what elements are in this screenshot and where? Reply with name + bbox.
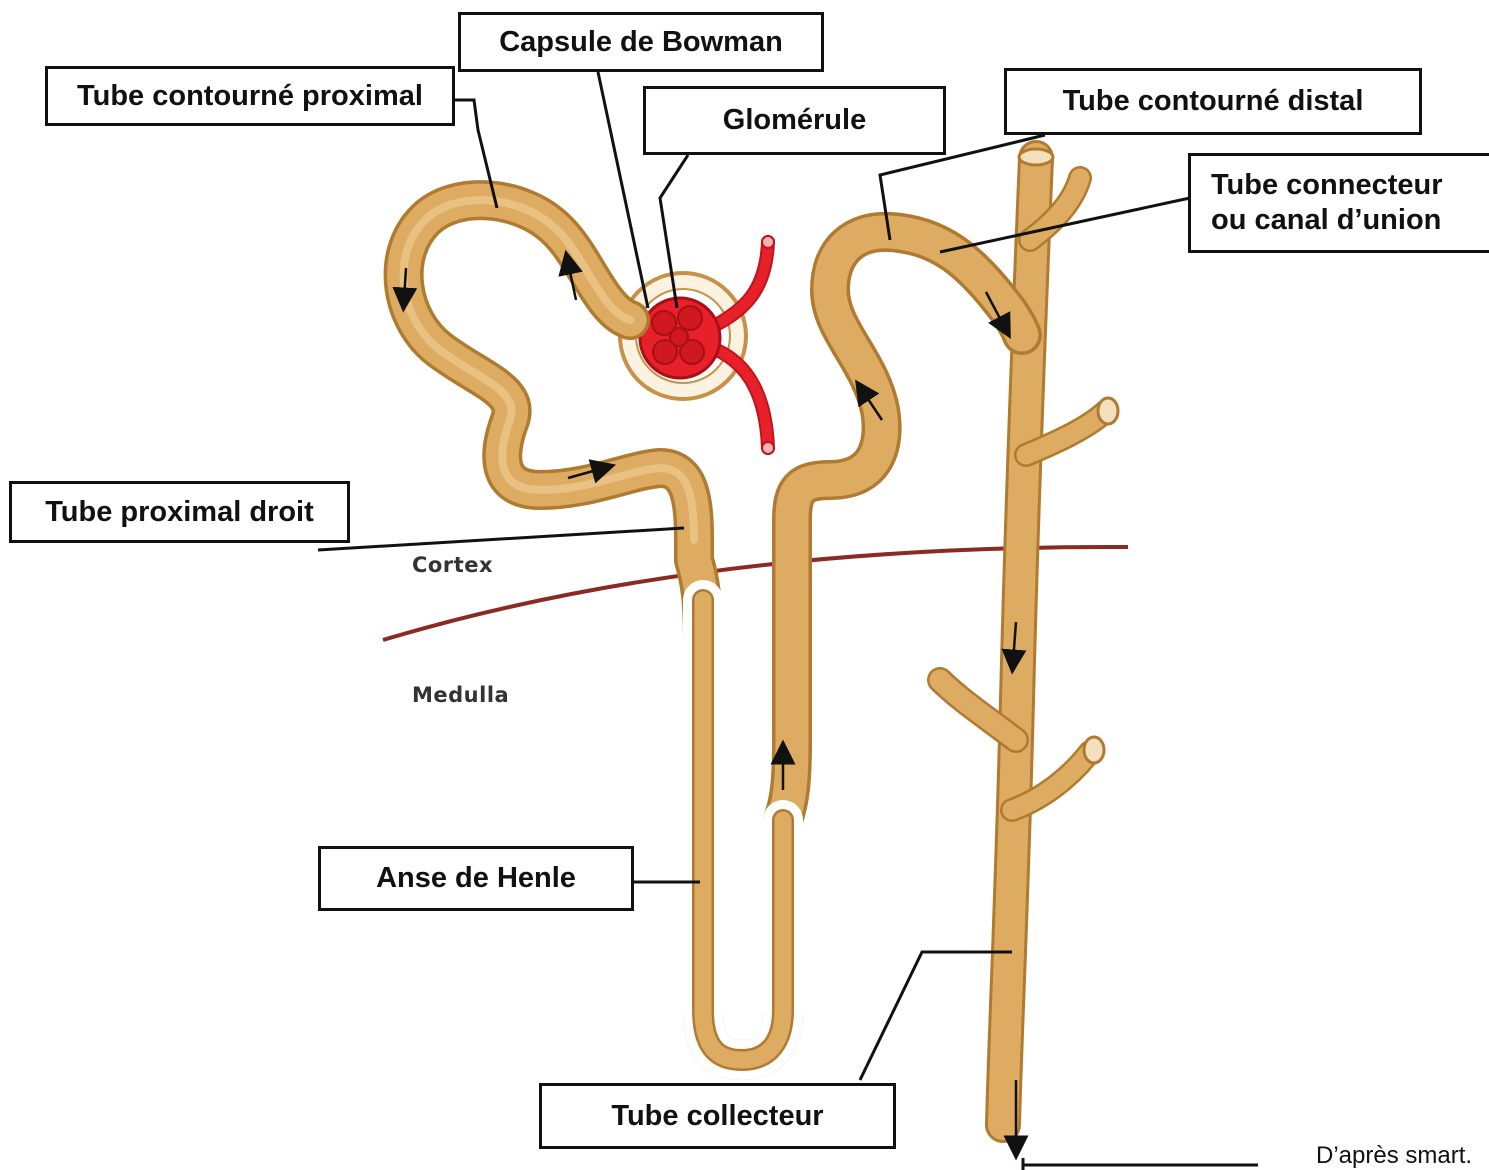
label-tube-contourne-distal: Tube contourné distal: [1004, 68, 1422, 135]
glomerulus: [640, 298, 720, 378]
label-anse-de-henle: Anse de Henle: [318, 846, 634, 911]
label-tube-proximal-droit: Tube proximal droit: [9, 481, 350, 543]
zone-cortex-label: Cortex: [412, 553, 493, 577]
label-tube-connecteur: Tube connecteur ou canal d’union: [1188, 153, 1489, 253]
collecting-duct: [940, 149, 1118, 1125]
label-tube-collecteur: Tube collecteur: [539, 1083, 896, 1149]
zone-medulla-label: Medulla: [412, 683, 509, 707]
loop-thin-limbs: [703, 600, 783, 1060]
source-credit: D’après smart.: [1316, 1142, 1472, 1170]
label-tube-contourne-proximal: Tube contourné proximal: [45, 66, 455, 126]
label-glomerule: Glomérule: [643, 86, 946, 155]
label-capsule-bowman: Capsule de Bowman: [458, 12, 824, 72]
